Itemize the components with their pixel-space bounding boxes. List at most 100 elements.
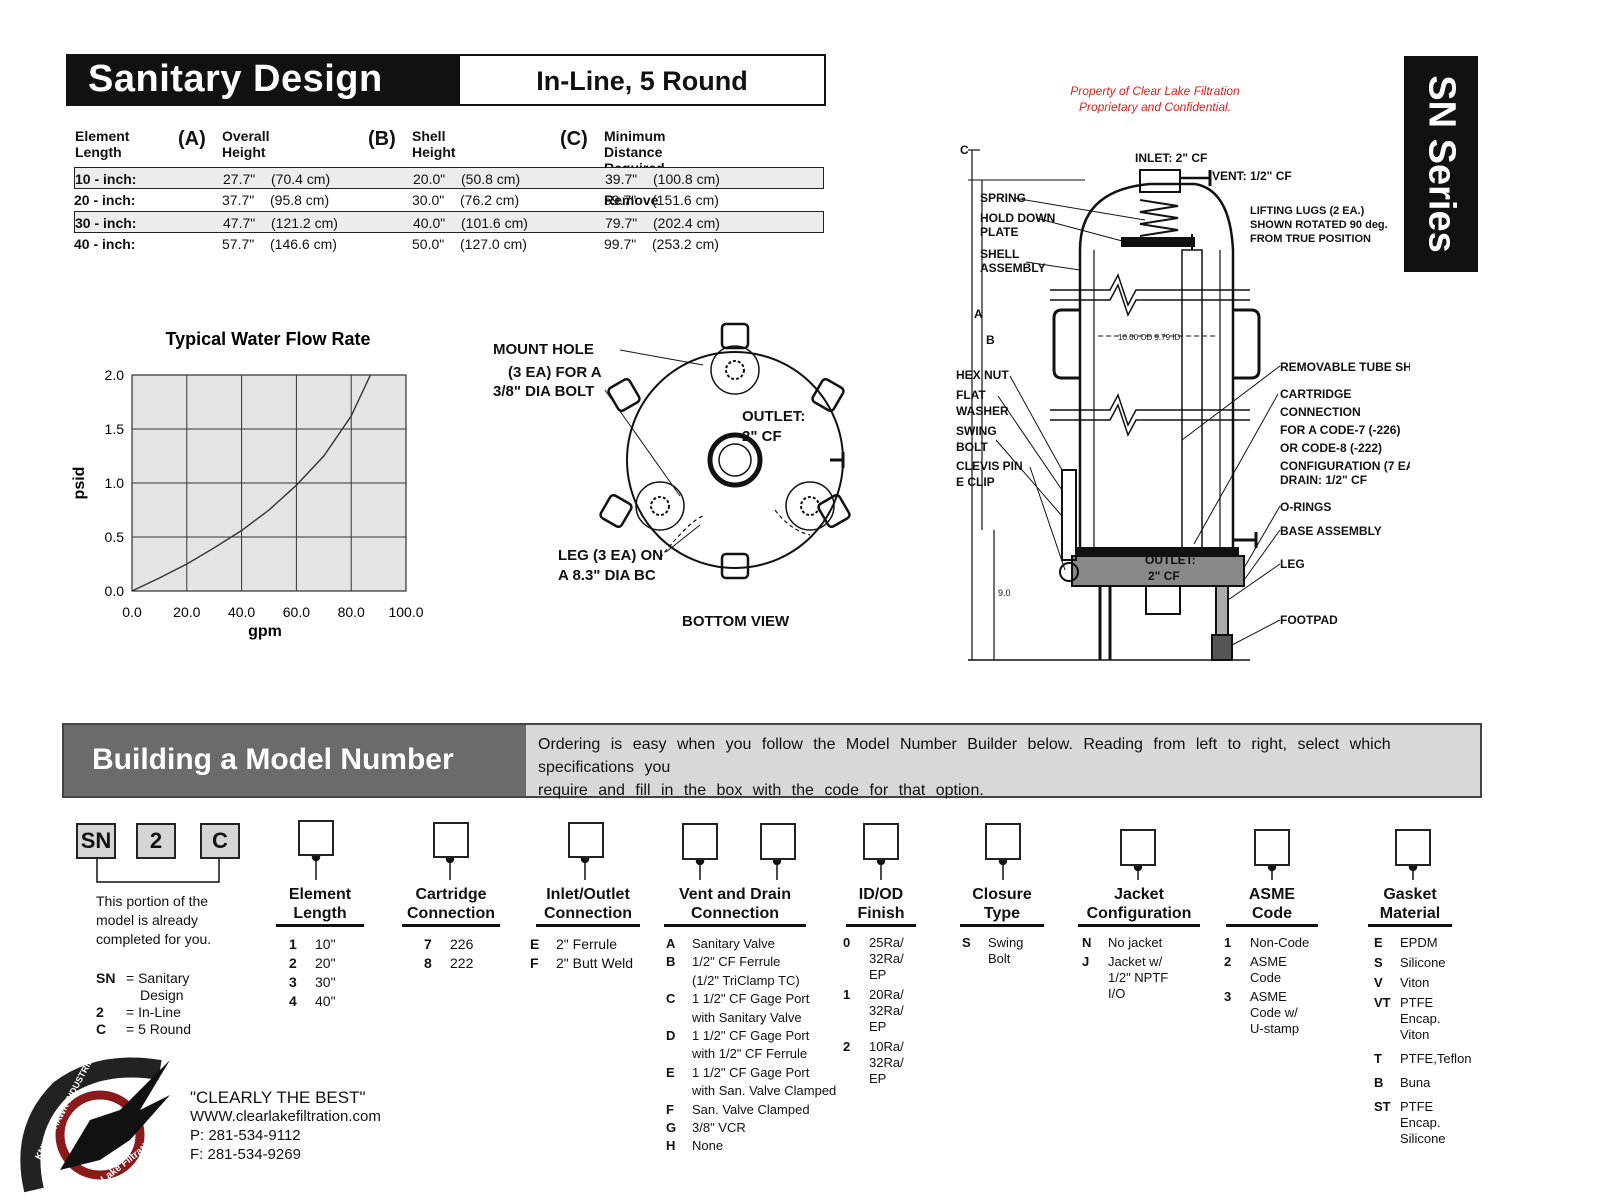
prefilled-note: This portion of the model is already com… (96, 893, 212, 947)
leg-label-2: A 8.3" DIA BC (558, 567, 656, 584)
leg-label: LEG (1280, 557, 1305, 571)
flat-washer-label-1: FLAT (956, 388, 986, 402)
bottom-outlet (1145, 585, 1181, 615)
shell-label-2: ASSEMBLY (980, 261, 1046, 275)
fixed-code-sn: SN (76, 823, 116, 859)
outlet-bore (718, 443, 752, 477)
outlet-ring (707, 432, 763, 488)
table-row: 40 - inch: 57.7" (146.6 cm) 50.0" (127.0… (74, 236, 719, 252)
x-tick-label: 0.0 (122, 604, 142, 620)
hold-down-plate (1121, 237, 1195, 247)
outlet-label-1: OUTLET: (1145, 553, 1196, 567)
inlet-outlet-code-box[interactable] (568, 822, 604, 858)
footer-contact: "CLEARLY THE BEST" WWW.clearlakefiltrati… (190, 1088, 381, 1164)
cartridge-label-3: FOR A CODE-7 (-226) (1280, 423, 1400, 437)
header-c-letter: (C) (560, 128, 588, 150)
mount-hole-label-2: (3 EA) FOR A (508, 364, 602, 381)
property-notice: Property of Clear Lake Filtration Propri… (1030, 83, 1280, 115)
logo-ring (55, 1090, 145, 1180)
knighthawk-logo: KNIGHTHAWK INDUSTRIES Clear Lake Filtrat… (20, 1051, 170, 1200)
mount-hole-label-1: MOUNT HOLE (493, 341, 594, 358)
gasket-code-box[interactable] (1395, 829, 1431, 866)
x-tick-label: 20.0 (173, 604, 200, 620)
page-title: Sanitary Design (68, 56, 460, 104)
jacket-code-box[interactable] (1120, 829, 1156, 866)
o-rings-label: O-RINGS (1280, 500, 1331, 514)
footpad-label: FOOTPAD (1280, 613, 1338, 627)
cartridge-code-box[interactable] (433, 822, 469, 858)
inlet-label: INLET: 2" CF (1135, 151, 1207, 165)
vent-code-box[interactable] (682, 823, 718, 860)
outlet-label-2: 2" CF (742, 428, 782, 445)
clevis-pin-label-2: E CLIP (956, 475, 995, 489)
property-line-2: Proprietary and Confidential. (1078, 100, 1232, 114)
x-tick-label: 100.0 (388, 604, 423, 620)
series-tab: SN Series (1404, 56, 1478, 272)
closure-title: Closure Type (960, 885, 1044, 927)
closure-code-box[interactable] (985, 823, 1021, 860)
a-mark: A (974, 307, 983, 321)
cartridge-label-5: CONFIGURATION (7 EA) (1280, 459, 1410, 473)
leg-label-1: LEG (3 EA) ON (558, 547, 663, 564)
y-tick-label: 0.0 (105, 583, 125, 599)
leg-height: 9.0 (998, 588, 1011, 598)
header-a-letter: (A) (178, 128, 206, 150)
cartridge-label-1: CARTRIDGE (1280, 387, 1351, 401)
chart-title: Typical Water Flow Rate (165, 329, 370, 349)
property-line-1: Property of Clear Lake Filtration (1070, 84, 1240, 98)
hex-nut-label: HEX NUT (956, 368, 1009, 382)
element-length-title: Element Length (276, 885, 364, 927)
bottom-view-caption: BOTTOM VIEW (682, 613, 790, 630)
asme-code-box[interactable] (1254, 829, 1290, 866)
bottom-view-diagram: MOUNT HOLE (3 EA) FOR A 3/8" DIA BOLT OU… (493, 322, 851, 630)
jacket-title: Jacket Configuration (1078, 885, 1200, 927)
prefilled-legend: SN= Sanitary Design 2= In-Line C= 5 Roun… (96, 970, 191, 1037)
hold-down-label-2: PLATE (980, 225, 1018, 239)
swing-bolts (599, 322, 851, 580)
inlet-fitting (1139, 169, 1181, 193)
chart-grid (131, 374, 407, 592)
base-assembly (1071, 555, 1245, 587)
fax-number: F: 281-534-9269 (190, 1146, 301, 1163)
mount-hole-label-3: 3/8" DIA BOLT (493, 383, 594, 400)
table-row: 30 - inch: 47.7" (121.2 cm) 40.0" (101.6… (74, 211, 824, 233)
leg-bc-arc (659, 514, 706, 559)
element-length-code-box[interactable] (298, 820, 334, 856)
logo-swoosh (20, 1057, 162, 1193)
lifting-lug-right (1233, 308, 1261, 380)
shell-outline (1078, 182, 1235, 550)
mount-hole-left (635, 481, 685, 531)
header-b-letter: (B) (368, 128, 396, 150)
fixed-code-c: C (200, 823, 240, 859)
phone-number: P: 281-534-9112 (190, 1127, 301, 1144)
spring-label: SPRING (980, 191, 1026, 205)
finish-code-box[interactable] (863, 823, 899, 860)
footpad (1211, 634, 1233, 661)
flat-washer-label-2: WASHER (956, 404, 1009, 418)
y-tick-label: 0.5 (105, 529, 125, 545)
x-tick-label: 40.0 (228, 604, 255, 620)
asme-title: ASME Code (1226, 885, 1318, 927)
y-tick-label: 1.0 (105, 475, 125, 491)
model-builder-title: Building a Model Number (64, 725, 526, 796)
y-tick-label: 1.5 (105, 421, 125, 437)
lifting-lugs-label-2: SHOWN ROTATED 90 deg. (1250, 219, 1388, 231)
inlet-outlet-title: Inlet/Outlet Connection (536, 885, 640, 927)
finish-title: ID/OD Finish (846, 885, 916, 927)
table-row: 20 - inch: 37.7" (95.8 cm) 30.0" (76.2 c… (74, 192, 719, 208)
swing-bolt-label-2: BOLT (956, 440, 988, 454)
table-row: 10 - inch: 27.7" (70.4 cm) 20.0" (50.8 c… (74, 167, 824, 189)
drain-code-box[interactable] (760, 823, 796, 860)
vent-label: VENT: 1/2" CF (1212, 169, 1292, 183)
website-link[interactable]: WWW.clearlakefiltration.com (190, 1108, 381, 1125)
